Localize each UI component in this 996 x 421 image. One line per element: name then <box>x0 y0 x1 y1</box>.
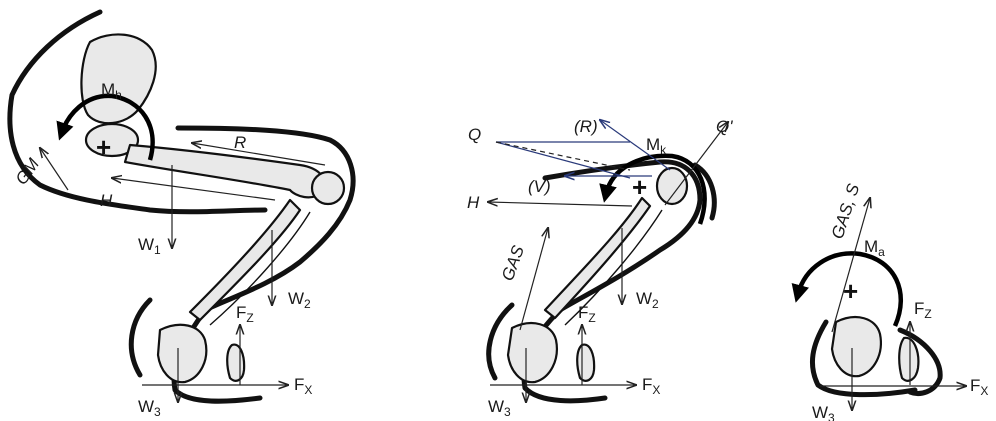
hip-moment-arrow <box>56 93 155 161</box>
foot-outline-front <box>897 327 943 396</box>
knee-joint <box>655 166 689 206</box>
r-label: R <box>234 133 246 152</box>
fx-label: FX <box>294 375 312 397</box>
hip-moment-label: Mh <box>101 80 122 102</box>
gas-s-force-arrow <box>831 198 870 333</box>
r-force-arrow <box>192 143 326 166</box>
h-label: H <box>467 193 480 212</box>
q-bottom-line <box>495 141 631 179</box>
w1-label: W1 <box>138 235 161 257</box>
fx-label: FX <box>642 375 660 397</box>
hip-joint <box>84 122 140 158</box>
fz-label: FZ <box>914 299 932 321</box>
pelvis-bone <box>80 33 157 125</box>
thigh-outline-top <box>175 125 356 313</box>
gas-force-arrow <box>519 228 548 331</box>
knee-joint <box>310 170 346 206</box>
tibia-bone <box>188 198 302 322</box>
panel-knee: + Mk Q (R) (V) Q' H GAS W2 W3 FZ FX <box>467 117 733 419</box>
h-force-arrow <box>112 178 276 201</box>
knee-cap-outline <box>692 162 717 221</box>
h-force-arrow <box>488 202 633 206</box>
toe-bone <box>226 343 246 382</box>
foot-outline-back <box>810 319 918 398</box>
ankle-moment-arrow <box>791 251 904 327</box>
panel-hip: + Mh GM R H W1 W2 W3 FZ FX <box>7 9 356 419</box>
q-dashed-line <box>495 141 631 171</box>
heel-outline <box>128 297 153 378</box>
tibia-bone <box>543 196 652 320</box>
q-label: Q <box>468 125 481 144</box>
toe-bone <box>898 336 920 382</box>
back-outline <box>7 9 268 215</box>
knee-moment-label: Mk <box>646 135 667 157</box>
fz-label: FZ <box>236 303 254 325</box>
heel-outline <box>486 302 515 381</box>
v-label: (V) <box>528 177 551 196</box>
fibula-bone <box>564 209 663 326</box>
w3-label: W3 <box>812 403 835 421</box>
heel-bone <box>830 316 882 378</box>
panel-ankle: + Ma GAS, S W3 FZ FX <box>791 181 988 421</box>
h-label: H <box>100 191 113 210</box>
heel-bone <box>506 322 558 384</box>
knee-plus-sign: + <box>632 172 647 202</box>
toe-bone <box>576 343 596 382</box>
gm-force-arrow <box>40 148 69 191</box>
hip-plus-sign: + <box>96 132 111 162</box>
fibula-bone <box>209 211 311 326</box>
qprime-force-arrow <box>664 122 728 206</box>
fx-label: FX <box>970 376 988 398</box>
ankle-moment-label: Ma <box>864 237 885 259</box>
qprime-label: Q' <box>716 117 733 136</box>
r-label: (R) <box>574 117 598 136</box>
w2-label: W2 <box>636 289 659 311</box>
fz-label: FZ <box>578 303 596 325</box>
w3-label: W3 <box>488 397 511 419</box>
gas-s-label: GAS, S <box>828 181 864 241</box>
w3-label: W3 <box>138 397 161 419</box>
w2-label: W2 <box>288 289 311 311</box>
femur-bone <box>123 143 326 199</box>
r-force-arrow <box>600 120 671 171</box>
ankle-plus-sign: + <box>843 276 858 306</box>
gas-label: GAS <box>498 243 528 284</box>
heel-bone <box>156 323 208 384</box>
